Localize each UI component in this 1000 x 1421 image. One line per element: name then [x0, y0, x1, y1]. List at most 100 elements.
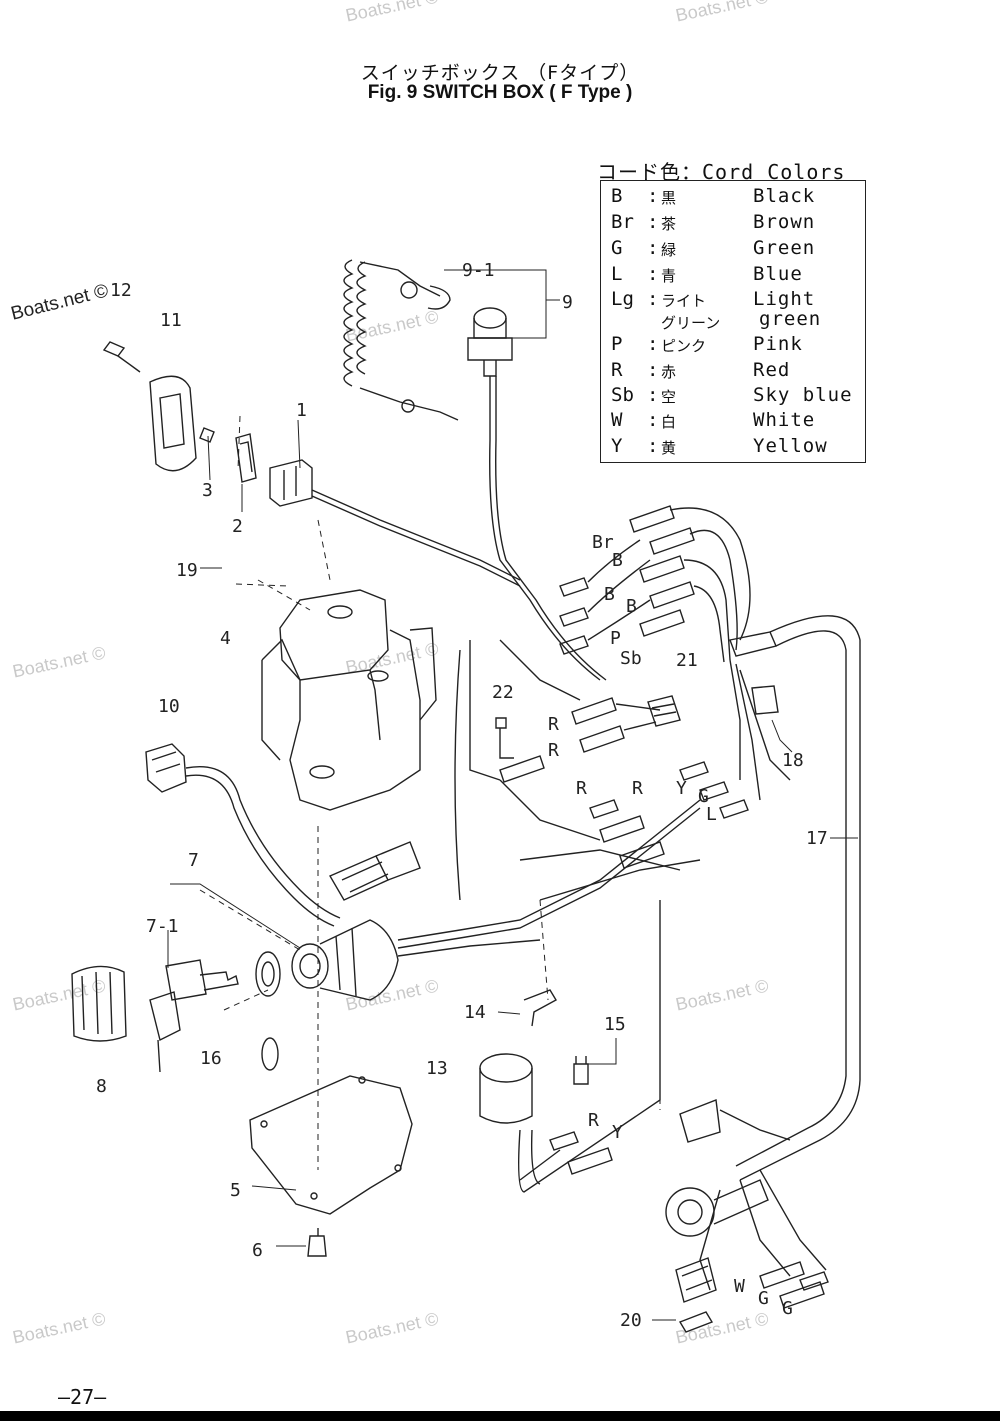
callout-7-1: 7-1	[146, 916, 179, 937]
leader-lines	[199, 415, 661, 1170]
key-holder	[71, 965, 127, 1042]
switch-box-housing	[261, 589, 437, 811]
legend-jp: 黒	[661, 189, 677, 207]
callout-14: 14	[464, 1002, 486, 1023]
round-connector	[665, 1179, 769, 1237]
legend-en: Blue	[753, 263, 803, 285]
wire-label: G	[782, 1298, 793, 1319]
buzzer	[479, 1053, 533, 1124]
legend-jp: 黄	[661, 439, 677, 457]
bolt	[573, 1056, 589, 1085]
callout-2: 2	[232, 516, 243, 537]
callout-11: 11	[160, 310, 182, 331]
legend-en: Sky blue	[753, 384, 853, 406]
legend-en: Yellow	[753, 435, 828, 457]
legend-code: Y	[611, 435, 623, 457]
wire-label: G	[758, 1288, 769, 1309]
callout-18: 18	[782, 750, 804, 771]
figure-title-english: Fig. 9 SWITCH BOX ( F Type )	[367, 82, 633, 103]
callout-20: 20	[620, 1310, 642, 1331]
callout-16: 16	[200, 1048, 222, 1069]
bullet-terminals	[499, 505, 829, 1309]
wire-clamp	[495, 717, 514, 759]
main-switch	[291, 799, 701, 1001]
stop-switch-cable	[495, 376, 607, 681]
legend-jp: 白	[661, 413, 677, 431]
legend-jp: 茶	[661, 215, 677, 233]
legend-jp: ピンク	[661, 337, 707, 355]
legend-jp: 緑	[661, 241, 677, 259]
wire-color-labels: Br B B B P Sb R R R R Y G L R Y W G G	[548, 532, 793, 1319]
legend-en: Red	[753, 359, 791, 381]
stop-switch-lanyard	[343, 259, 513, 421]
callout-8: 8	[96, 1076, 107, 1097]
legend-en: Light	[753, 288, 816, 310]
callout-5: 5	[230, 1180, 241, 1201]
legend-code: G	[611, 237, 623, 259]
legend-code: B	[611, 185, 623, 207]
bottom-border-bar	[0, 1411, 1000, 1421]
clip	[235, 433, 257, 483]
wire-harness	[729, 615, 861, 1181]
stop-switch-cable	[489, 376, 601, 681]
connector	[269, 459, 521, 587]
callout-labels: 1 2 3 4 5 6 7 7-1 8 9 9-1 10 11 12 13 14…	[96, 260, 828, 1331]
callout-1: 1	[296, 400, 307, 421]
screw	[307, 1228, 327, 1257]
wire-label: R	[632, 778, 643, 799]
connector-block	[647, 695, 681, 727]
cable-connector	[145, 743, 341, 927]
legend-en: Brown	[753, 211, 816, 233]
ignition-key	[149, 959, 239, 1073]
legend-jp: 青	[661, 267, 677, 285]
legend-code: W	[611, 409, 623, 431]
bracket	[523, 989, 557, 1027]
cover-plate	[102, 341, 215, 472]
wire-label: B	[604, 584, 615, 605]
callout-leaders	[167, 269, 858, 1321]
legend-code: L	[611, 263, 623, 285]
legend-code: P	[611, 333, 623, 355]
legend-jp: 空	[661, 388, 677, 406]
legend-en: Pink	[753, 333, 803, 355]
callout-13: 13	[426, 1058, 448, 1079]
terminal-cap	[678, 1311, 714, 1333]
callout-9-1: 9-1	[462, 260, 495, 281]
switch-nut	[255, 951, 281, 1071]
callout-21: 21	[676, 650, 698, 671]
legend-jp-line2: グリーン	[661, 314, 721, 332]
callout-19: 19	[176, 560, 198, 581]
wire-label: G	[698, 786, 709, 807]
wire-label: R	[548, 714, 559, 735]
wire-label: B	[612, 550, 623, 571]
rubber-cap	[751, 685, 779, 715]
page-number: –27–	[58, 1385, 107, 1409]
wire-label: R	[548, 740, 559, 761]
legend-jp: 赤	[661, 363, 677, 381]
wire-label: R	[576, 778, 587, 799]
wire-label: Br	[592, 532, 614, 553]
callout-7: 7	[188, 850, 199, 871]
callout-17: 17	[806, 828, 828, 849]
callout-9: 9	[562, 292, 573, 313]
legend-code: Lg	[611, 288, 634, 310]
legend-en: Black	[753, 185, 816, 207]
legend-code: Br	[611, 211, 634, 233]
legend-code: R	[611, 359, 623, 381]
callout-10: 10	[158, 696, 180, 717]
legend-jp: ライト	[661, 292, 707, 310]
wire-label: B	[626, 596, 637, 617]
legend-code: Sb	[611, 384, 634, 406]
wire-label: P	[610, 628, 621, 649]
callout-15: 15	[604, 1014, 626, 1035]
callout-6: 6	[252, 1240, 263, 1261]
legend-en-line2: green	[759, 308, 822, 330]
wire-label: W	[734, 1276, 745, 1297]
lead-wires	[454, 507, 827, 1291]
figure-title-japanese: スイッチボックス （Fタイプ）	[360, 62, 640, 84]
coupler-connector	[328, 841, 421, 901]
callout-4: 4	[220, 628, 231, 649]
wire-label: R	[588, 1110, 599, 1131]
wire-label: Sb	[620, 648, 642, 669]
